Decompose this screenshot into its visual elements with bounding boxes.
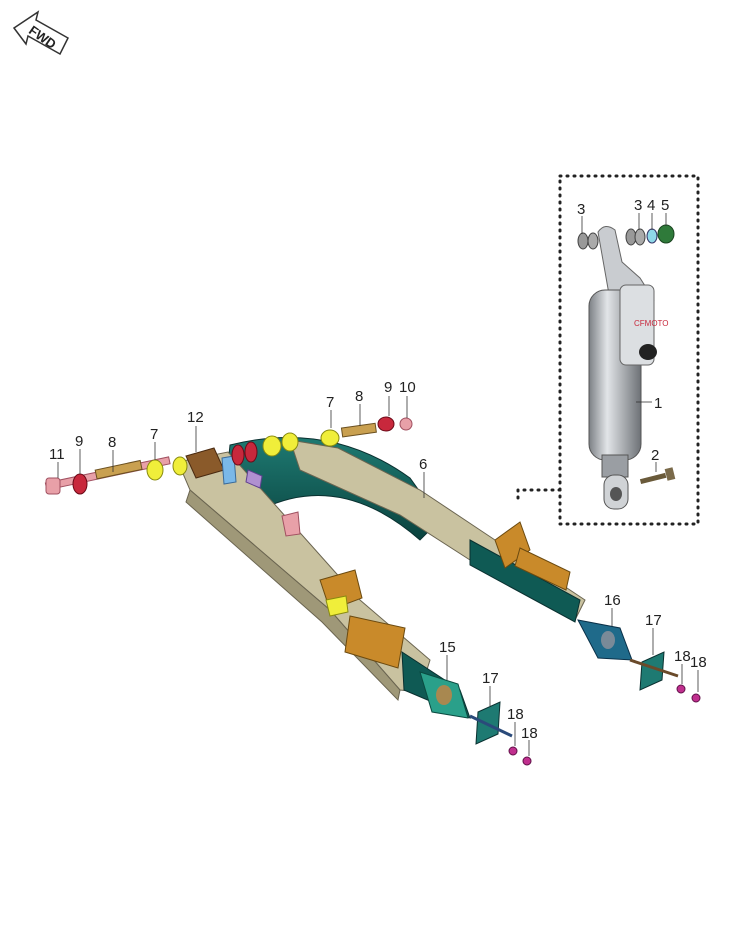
bushing-yellow-right-2	[281, 432, 299, 452]
nut-18-d	[522, 756, 532, 766]
seal-ring-4	[646, 228, 658, 244]
adjuster-bolt-left	[469, 714, 513, 738]
washer-3-left-2	[587, 232, 599, 250]
yellow-tab-left	[325, 595, 349, 617]
callout-labels: 3 3 4 5 1 2 11 9 8 7 12 7 8 9 10 6 16 17	[49, 197, 707, 756]
shock-lower-eye-hole	[610, 487, 622, 501]
callout-2: 2	[651, 447, 659, 464]
callout-15: 15	[439, 639, 456, 656]
callout-17a: 17	[645, 612, 662, 629]
callout-18a: 18	[674, 648, 691, 665]
nut-18-b	[691, 693, 701, 703]
chain-slider-left	[344, 615, 406, 669]
callout-18b: 18	[690, 654, 707, 671]
nut-18-a	[676, 684, 686, 694]
nut-18-c	[508, 746, 518, 756]
washer-3-left	[577, 232, 589, 250]
nut-10	[399, 417, 413, 431]
swingarm-assembly	[177, 436, 701, 766]
callout-18c: 18	[507, 706, 524, 723]
swingarm-right-arm-teal	[469, 539, 581, 623]
shock-absorber-group: CFMOTO	[516, 174, 700, 526]
callout-8b: 8	[355, 388, 363, 405]
bushing-7-right	[320, 429, 340, 447]
callout-12: 12	[187, 409, 204, 426]
purple-tab	[245, 469, 263, 489]
blue-tab	[221, 455, 237, 485]
callout-11: 11	[49, 446, 65, 463]
callout-18d: 18	[521, 725, 538, 742]
callout-3a: 3	[577, 201, 585, 218]
callout-6: 6	[419, 456, 427, 473]
callout-9a: 9	[75, 433, 83, 450]
bolt-2	[639, 467, 676, 485]
shock-detail-box	[558, 174, 700, 526]
bushing-7-left-inner	[172, 456, 188, 476]
shock-logo: CFMOTO	[634, 319, 669, 328]
pivot-left-stack	[44, 456, 188, 495]
axle-plate-17-right	[639, 651, 665, 691]
callout-8a: 8	[108, 434, 116, 451]
washer-9-right	[377, 416, 395, 432]
collar-8-right	[340, 422, 377, 438]
adjuster-15-hole	[436, 685, 452, 705]
callout-7b: 7	[326, 394, 334, 411]
pivot-bolt-11-head	[45, 477, 61, 495]
collar-8-left	[94, 459, 143, 480]
callout-10: 10	[399, 379, 416, 396]
washer-9-left	[72, 473, 88, 495]
callout-9b: 9	[384, 379, 392, 396]
callout-7a: 7	[150, 426, 158, 443]
callout-4: 4	[647, 197, 655, 214]
washer-red-b	[244, 441, 258, 463]
shock-leader-dots	[516, 488, 562, 502]
washer-3-right-2	[634, 228, 646, 246]
callout-16: 16	[604, 592, 621, 609]
bushing-yellow-right	[262, 435, 282, 457]
washer-red-a	[231, 444, 245, 466]
callout-3b: 3	[634, 197, 642, 214]
shock-reservoir-cap	[639, 344, 657, 360]
callout-1: 1	[654, 395, 662, 412]
swingarm-crossmember	[224, 436, 441, 541]
pivot-right-stack	[231, 416, 413, 466]
bushing-7-left	[146, 459, 164, 481]
nut-5	[657, 224, 675, 244]
adjuster-16-hole	[601, 631, 615, 649]
callout-5: 5	[661, 197, 669, 214]
adjuster-bolt-right	[629, 658, 679, 678]
callout-17b: 17	[482, 670, 499, 687]
shock-lower-rod	[601, 454, 629, 478]
pink-tab	[281, 511, 301, 537]
forward-arrow-icon: FWD	[12, 10, 69, 56]
chain-guide-bracket-right	[514, 547, 571, 591]
shock-mount-bracket	[494, 521, 531, 569]
